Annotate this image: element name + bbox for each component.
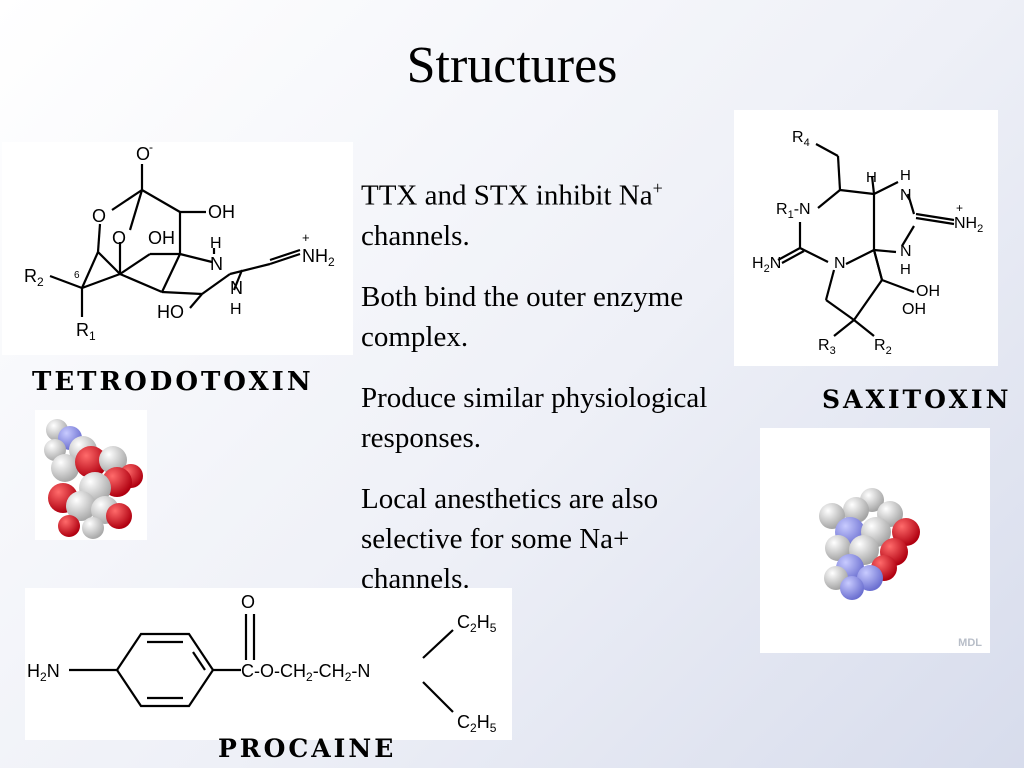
ttx-ho-label: HO (157, 302, 184, 322)
bullet-1: TTX and STX inhibit Na+ channels. (361, 178, 663, 252)
bullet-list: TTX and STX inhibit Na+ channels. Both b… (361, 168, 736, 620)
procaine-h2n-label: H2N (27, 661, 60, 684)
procaine-o-label: O (241, 592, 255, 612)
ttx-plus-label: + (302, 230, 310, 245)
stx-nh2-right-label: NH2 (954, 215, 983, 235)
procaine-ethyl-top-label: C2H5 (457, 612, 497, 635)
procaine-structure-image: O H2N C-O-CH2-CH2-N C2H5 C2H5 (25, 588, 512, 740)
stx-n-right-label: N (900, 243, 912, 260)
ttx-oh-top-label: OH (208, 202, 235, 222)
stx-r3-label: R3 (818, 337, 836, 357)
saxitoxin-caption: SAXITOXIN (822, 385, 1012, 414)
stx-r1-label: R1-N (776, 201, 811, 221)
bullet-2: Both bind the outer enzyme complex. (361, 280, 684, 353)
ttx-n1-label: N (210, 254, 223, 274)
ttx-h-bottom-label: H (230, 301, 242, 318)
saxitoxin-image-credit: MDL (958, 637, 982, 649)
tetrodotoxin-caption: TETRODOTOXIN (32, 367, 314, 397)
stx-oh2-label: OH (902, 301, 926, 318)
stx-plus-label: + (956, 201, 963, 215)
stx-oh1-label: OH (916, 283, 940, 300)
stx-n-ring-label: N (834, 255, 846, 272)
procaine-ethyl-bottom-label: C2H5 (457, 712, 497, 735)
saxitoxin-structure-image: R4 H H N R1-N NH2 + H2N N N H OH OH R3 R… (734, 110, 998, 366)
stx-r2-label: R2 (874, 337, 892, 357)
stx-n-top-label: N (900, 187, 912, 204)
ttx-o-minus-label: O (136, 144, 150, 164)
ttx-o-left-label: O (92, 206, 106, 226)
slide-title: Structures (406, 37, 618, 94)
stx-h3-label: H (900, 261, 911, 278)
bullet-4: Local anesthetics are also selective for… (361, 482, 659, 595)
ttx-minus-label: - (149, 142, 153, 154)
bullet-3: Produce similar physiological responses. (361, 381, 708, 454)
ttx-six-label: 6 (74, 270, 80, 281)
ttx-o-inner-label: O (112, 228, 126, 248)
procaine-caption: PROCAINE (218, 734, 397, 763)
stx-h2n-label: H2N (752, 255, 781, 275)
ttx-r2-label: R2 (24, 266, 44, 289)
stx-h1-label: H (866, 169, 877, 186)
saxitoxin-3d-model-image: MDL (760, 428, 990, 653)
tetrodotoxin-3d-model-image (35, 410, 147, 540)
ttx-nh2-label: NH2 (302, 246, 335, 269)
procaine-chain-label: C-O-CH2-CH2-N (241, 661, 370, 684)
ttx-r1-label: R1 (76, 320, 96, 343)
stx-h2-label: H (900, 167, 911, 184)
ttx-h-top-label: H (210, 235, 222, 252)
ttx-n2-label: N (230, 278, 243, 298)
tetrodotoxin-structure-image: O - OH O O OH H N NH2 + N H HO R2 6 R1 (2, 142, 353, 355)
ttx-oh-mid-label: OH (148, 228, 175, 248)
stx-r4-label: R4 (792, 129, 810, 149)
